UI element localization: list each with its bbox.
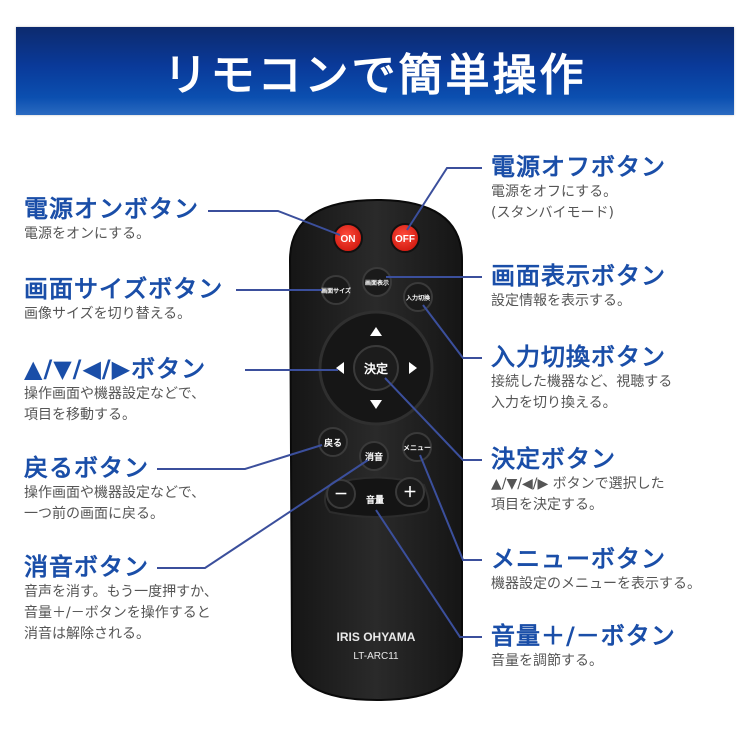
up-arrow-icon [370, 327, 382, 336]
mute-button: 消音 [359, 441, 389, 471]
label-screen-size: 画面サイズボタン 画像サイズを切り替える。 [24, 275, 224, 322]
model-number: LT-ARC11 [353, 651, 399, 662]
label-input-switch: 入力切換ボタン 接続した機器など、視聴する 入力を切り換える。 [491, 343, 673, 411]
label-menu: メニューボタン 機器設定のメニューを表示する。 [491, 545, 701, 592]
volume-minus-button [326, 479, 356, 509]
svg-text:音量: 音量 [366, 494, 384, 506]
dpad: 決定 [318, 310, 434, 426]
svg-text:画面サイズ: 画面サイズ [321, 287, 351, 295]
header-banner: リモコンで簡単操作 [16, 27, 734, 115]
screen-size-button: 画面サイズ [321, 275, 351, 305]
label-enter: 決定ボタン ▲/▼/◀/▶ ボタンで選択した 項目を決定する。 [491, 445, 665, 513]
brand-logo: IRIS OHYAMA [337, 630, 416, 644]
down-arrow-icon [370, 400, 382, 409]
right-arrow-icon [409, 362, 417, 374]
label-arrows: ▲/▼/◀/▶ボタン 操作画面や機器設定などで、 項目を移動する。 [24, 355, 207, 423]
off-button: OFF [390, 223, 420, 253]
svg-text:戻る: 戻る [323, 437, 342, 449]
label-display-info: 画面表示ボタン 設定情報を表示する。 [491, 262, 666, 309]
display-info-button: 画面表示 [362, 267, 392, 297]
label-power-on: 電源オンボタン 電源をオンにする。 [24, 195, 199, 242]
svg-text:－: － [334, 487, 348, 503]
label-power-off: 電源オフボタン 電源をオフにする。 (スタンバイモード) [491, 153, 666, 221]
svg-text:ON: ON [341, 234, 356, 245]
page-title: リモコンで簡単操作 [163, 50, 587, 101]
label-back: 戻るボタン 操作画面や機器設定などで、 一つ前の画面に戻る。 [24, 454, 206, 522]
svg-text:メニュー: メニュー [403, 444, 431, 452]
input-switch-button: 入力切換 [403, 282, 433, 312]
svg-text:＋: ＋ [403, 485, 417, 501]
menu-button: メニュー [402, 432, 432, 462]
svg-text:入力切換: 入力切換 [405, 294, 431, 302]
svg-text:決定: 決定 [364, 361, 388, 376]
svg-text:消音: 消音 [365, 451, 383, 463]
volume-rocker: － ＋ 音量 [324, 476, 430, 518]
label-mute: 消音ボタン 音声を消す。もう一度押すか、 音量＋/－ボタンを操作すると 消音は解… [24, 553, 218, 642]
on-button: ON [333, 223, 363, 253]
leader-lines [157, 167, 482, 638]
back-button: 戻る [318, 427, 348, 457]
svg-text:画面表示: 画面表示 [365, 279, 389, 287]
svg-text:OFF: OFF [395, 234, 415, 245]
label-volume: 音量＋/－ボタン 音量を調節する。 [491, 622, 676, 669]
left-arrow-icon [336, 362, 344, 374]
volume-plus-button [395, 477, 425, 507]
